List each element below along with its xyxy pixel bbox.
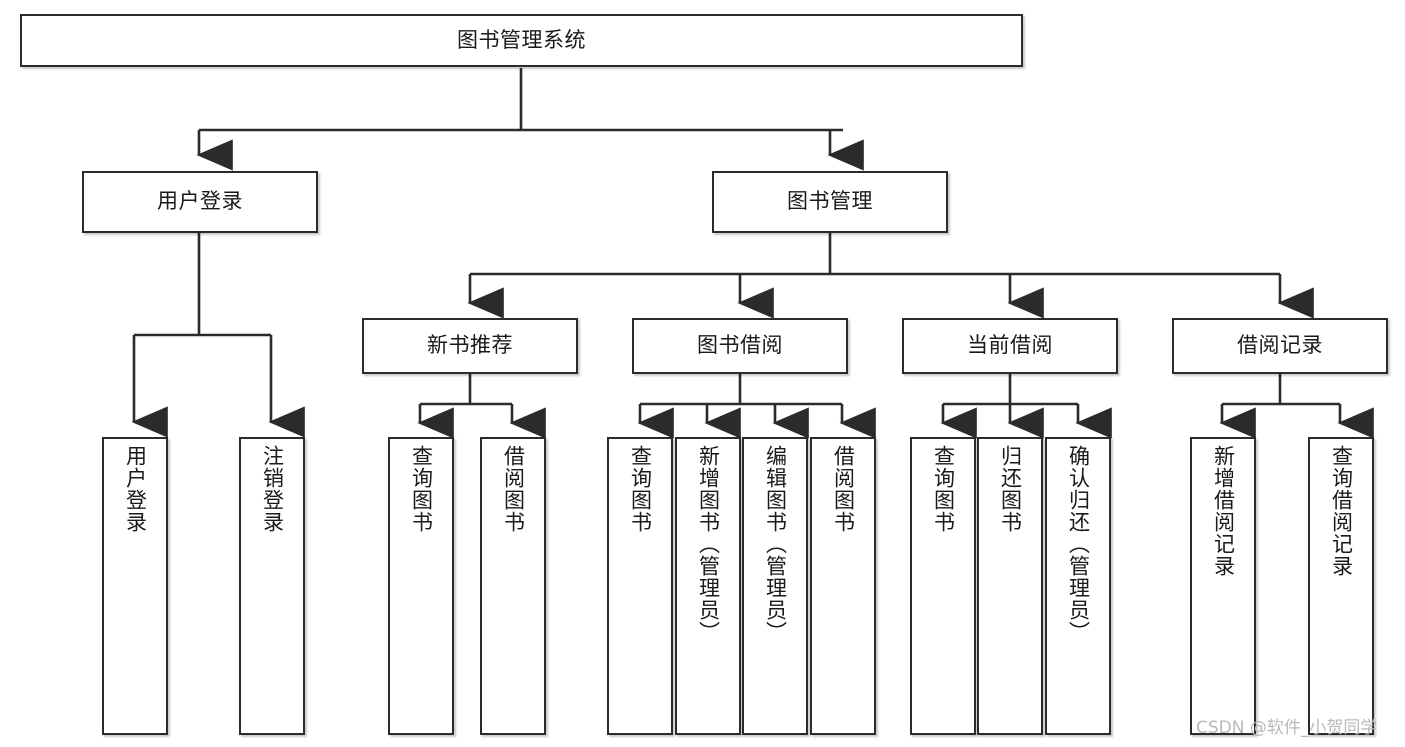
leaf-query-book-current[interactable]: 查询图书 [910,437,976,735]
node-new-book-recommend[interactable]: 新书推荐 [362,318,578,374]
leaf-add-book-admin[interactable]: 新增图书（管理员） [675,437,741,735]
node-label: 查询借阅记录 [1329,445,1354,577]
leaf-query-book-new[interactable]: 查询图书 [388,437,454,735]
node-borrow-record[interactable]: 借阅记录 [1172,318,1388,374]
leaf-edit-book-admin[interactable]: 编辑图书（管理员） [742,437,808,735]
node-user-login[interactable]: 用户登录 [82,171,318,233]
leaf-confirm-return-admin[interactable]: 确认归还（管理员） [1045,437,1111,735]
node-label: 借阅图书 [831,445,856,533]
node-label: 图书借阅 [697,333,783,358]
node-label: 编辑图书（管理员） [763,445,788,643]
node-label: 借阅记录 [1237,333,1323,358]
node-book-management[interactable]: 图书管理 [712,171,948,233]
leaf-query-borrow-record[interactable]: 查询借阅记录 [1308,437,1374,735]
node-label: 用户登录 [123,445,148,533]
node-label: 查询图书 [931,445,956,533]
leaf-logout[interactable]: 注销登录 [239,437,305,735]
node-label: 新书推荐 [427,333,513,358]
node-root-system[interactable]: 图书管理系统 [20,14,1023,67]
csdn-watermark: CSDN @软件_小贺同学 [1196,718,1378,738]
leaf-add-borrow-record[interactable]: 新增借阅记录 [1190,437,1256,735]
node-label: 图书管理 [787,189,873,214]
leaf-borrow-book-new[interactable]: 借阅图书 [480,437,546,735]
node-label: 确认归还（管理员） [1066,445,1091,643]
node-label: 查询图书 [409,445,434,533]
node-label: 借阅图书 [501,445,526,533]
node-label: 归还图书 [998,445,1023,533]
node-label: 图书管理系统 [457,27,586,52]
node-label: 用户登录 [157,189,243,214]
leaf-borrow-book[interactable]: 借阅图书 [810,437,876,735]
leaf-return-book[interactable]: 归还图书 [977,437,1043,735]
node-label: 新增图书（管理员） [696,445,721,643]
node-book-borrow[interactable]: 图书借阅 [632,318,848,374]
node-current-borrow[interactable]: 当前借阅 [902,318,1118,374]
node-label: 查询图书 [628,445,653,533]
node-label: 新增借阅记录 [1211,445,1236,577]
node-label: 注销登录 [260,445,285,533]
leaf-query-book-borrow[interactable]: 查询图书 [607,437,673,735]
node-label: 当前借阅 [967,333,1053,358]
leaf-user-login[interactable]: 用户登录 [102,437,168,735]
